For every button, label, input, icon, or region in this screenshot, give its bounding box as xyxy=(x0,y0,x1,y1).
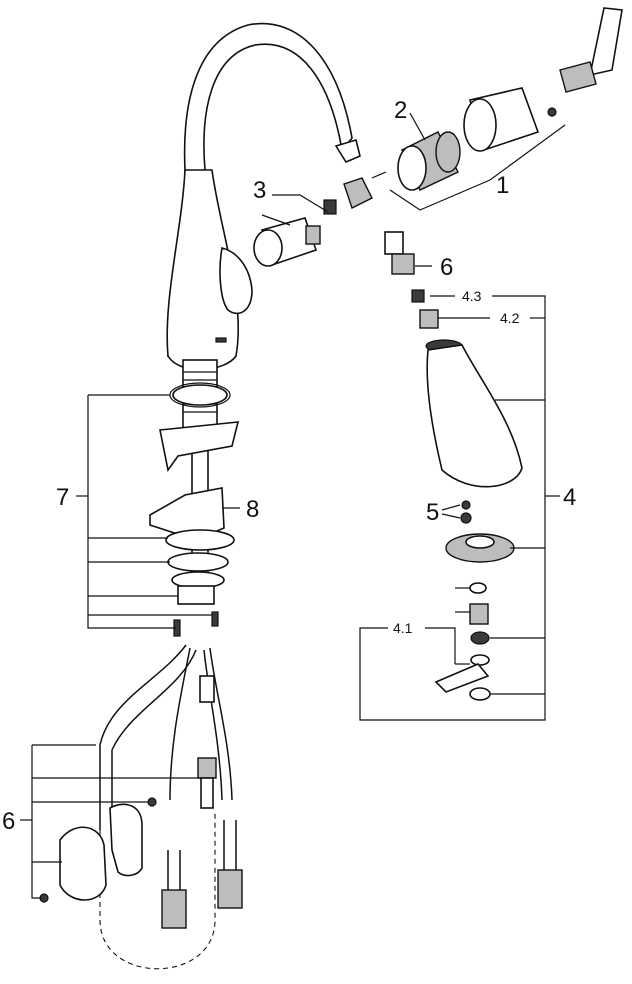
hose-weight xyxy=(39,797,157,903)
label-part-4-3: 4.3 xyxy=(462,288,482,304)
label-part-5: 5 xyxy=(426,499,439,526)
label-part-2: 2 xyxy=(394,97,407,124)
label-part-4: 4 xyxy=(563,484,576,511)
label-part-4-1: 4.1 xyxy=(393,620,413,636)
label-part-8: 8 xyxy=(246,496,259,523)
label-part-3: 3 xyxy=(253,177,266,204)
hoses xyxy=(99,644,243,970)
label-part-6-top: 6 xyxy=(440,254,453,281)
mounting-bracket-upper xyxy=(159,421,240,472)
label-part-4-2: 4.2 xyxy=(500,310,520,326)
cartridge xyxy=(253,217,321,267)
horseshoe-bracket xyxy=(149,487,225,541)
aerator-parts xyxy=(434,582,491,701)
label-part-1: 1 xyxy=(496,172,509,199)
clip-and-screw xyxy=(323,171,387,215)
leader-lines xyxy=(20,112,566,899)
screw-right xyxy=(211,611,219,627)
hose-connector xyxy=(384,231,439,329)
washer-set xyxy=(165,529,235,605)
cartridge-nut xyxy=(397,131,461,191)
handle-sleeve xyxy=(463,87,540,152)
spray-head xyxy=(425,339,523,563)
label-part-7: 7 xyxy=(56,484,69,511)
lever-handle xyxy=(547,7,623,117)
label-part-6-bottom: 6 xyxy=(2,808,15,835)
faucet-body xyxy=(166,22,361,371)
